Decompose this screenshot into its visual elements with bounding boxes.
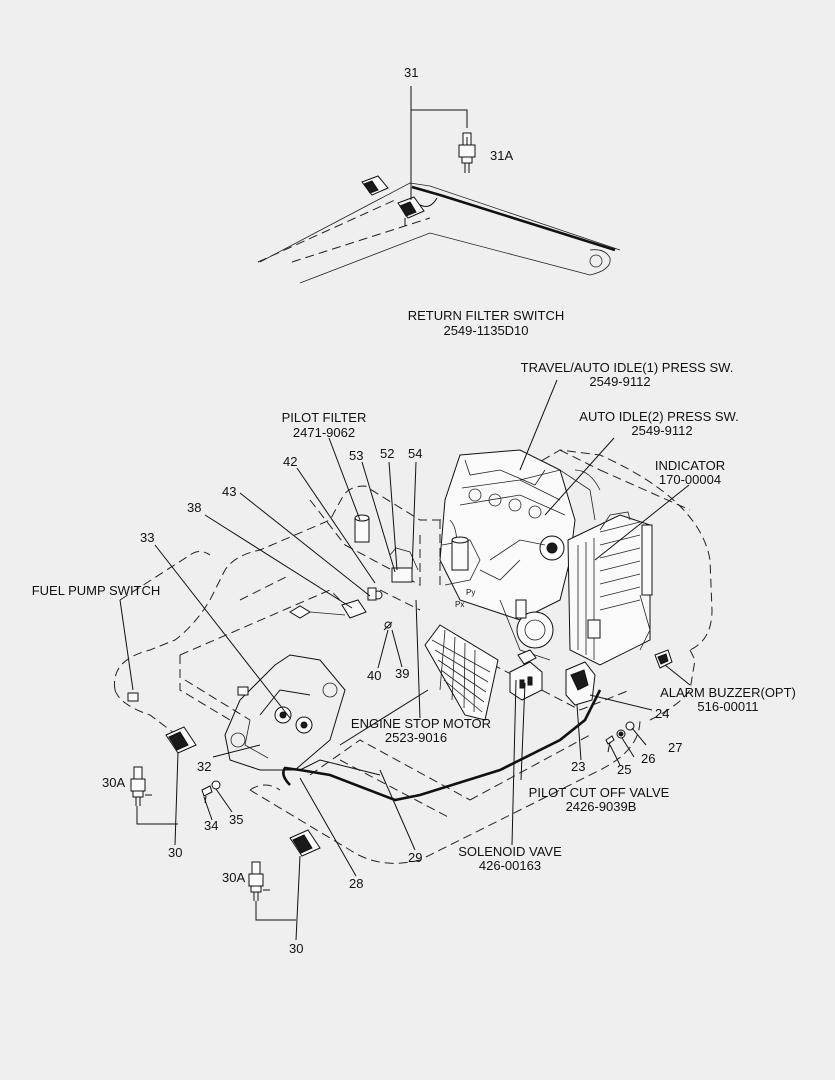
callout-30a-bottom: 30A [222, 870, 245, 885]
callout-23: 23 [571, 759, 585, 774]
callout-30a-left: 30A [102, 775, 125, 790]
upper-frame-outline [113, 449, 713, 864]
indicator-partno: 170-00004 [659, 472, 721, 487]
callout-53: 53 [349, 448, 363, 463]
callout-42: 42 [283, 454, 297, 469]
work-lamp-bottom [289, 829, 321, 857]
callout-31a: 31A [490, 148, 513, 163]
engine-stop-motor-label: ENGINE STOP MOTOR [351, 716, 491, 731]
callout-43: 43 [222, 484, 236, 499]
port-label-px: Px [455, 600, 464, 609]
callout-34: 34 [204, 818, 218, 833]
callout-25: 25 [617, 762, 631, 777]
accessory-boxes [127, 514, 419, 702]
hardware-24-27 [605, 721, 635, 753]
callout-26: 26 [641, 751, 655, 766]
fuel-pump-switch-label: FUEL PUMP SWITCH [32, 583, 161, 598]
alarm-buzzer-partno: 516-00011 [697, 699, 758, 714]
bulb-30a-bottom-icon [248, 861, 270, 901]
callout-38: 38 [187, 500, 201, 515]
pilot-filter-label: PILOT FILTER [282, 410, 367, 425]
pilot-cut-off-valve-partno: 2426-9039B [566, 799, 637, 814]
harness-branch-29 [299, 759, 381, 776]
port-label-py: Py [466, 588, 475, 597]
valve-group [509, 649, 673, 706]
radiator [567, 511, 653, 666]
bulb-31a-icon [458, 132, 476, 173]
alarm-buzzer-label: ALARM BUZZER(OPT) [660, 685, 796, 700]
callout-30-left: 30 [168, 845, 182, 860]
pilot-cut-off-valve-label: PILOT CUT OFF VALVE [529, 785, 670, 800]
callout-54: 54 [408, 446, 422, 461]
callout-39: 39 [395, 666, 409, 681]
boom-work-lamp-right [397, 196, 425, 226]
travel-auto-idle-1-partno: 2549-9112 [589, 374, 650, 389]
solenoid-valve-partno: 426-00163 [479, 858, 541, 873]
callout-29: 29 [408, 850, 422, 865]
solenoid-valve-label: SOLENOID VAVE [458, 844, 562, 859]
leader-31 [410, 86, 468, 200]
bulb-30a-left-icon [130, 766, 152, 806]
indicator-label: INDICATOR [655, 458, 725, 473]
callout-30-bottom: 30 [289, 941, 303, 956]
callout-40: 40 [367, 668, 381, 683]
return-filter-switch-partno: 2549-1135D10 [443, 323, 528, 338]
boom-work-lamp-left [361, 175, 389, 196]
travel-auto-idle-1-label: TRAVEL/AUTO IDLE(1) PRESS SW. [521, 360, 734, 375]
callout-33: 33 [140, 530, 154, 545]
leader-lines [119, 379, 691, 941]
boom-assembly [257, 182, 621, 284]
main-harness [282, 689, 602, 802]
return-filter-switch-label: RETURN FILTER SWITCH [408, 308, 564, 323]
auto-idle-2-label: AUTO IDLE(2) PRESS SW. [579, 409, 738, 424]
pilot-filter-partno: 2471-9062 [293, 425, 355, 440]
auto-idle-2-partno: 2549-9112 [631, 423, 692, 438]
callout-32: 32 [197, 759, 211, 774]
callout-52: 52 [380, 446, 394, 461]
callout-28: 28 [349, 876, 363, 891]
engine-stop-motor-partno: 2523-9016 [385, 730, 447, 745]
oil-cooler [424, 624, 499, 721]
engine-block [439, 449, 601, 661]
work-lamp-left [165, 726, 197, 754]
callout-27: 27 [668, 740, 682, 755]
callout-24: 24 [655, 706, 669, 721]
callout-35: 35 [229, 812, 243, 827]
swing-bracket [224, 654, 346, 771]
callout-31: 31 [404, 65, 418, 80]
